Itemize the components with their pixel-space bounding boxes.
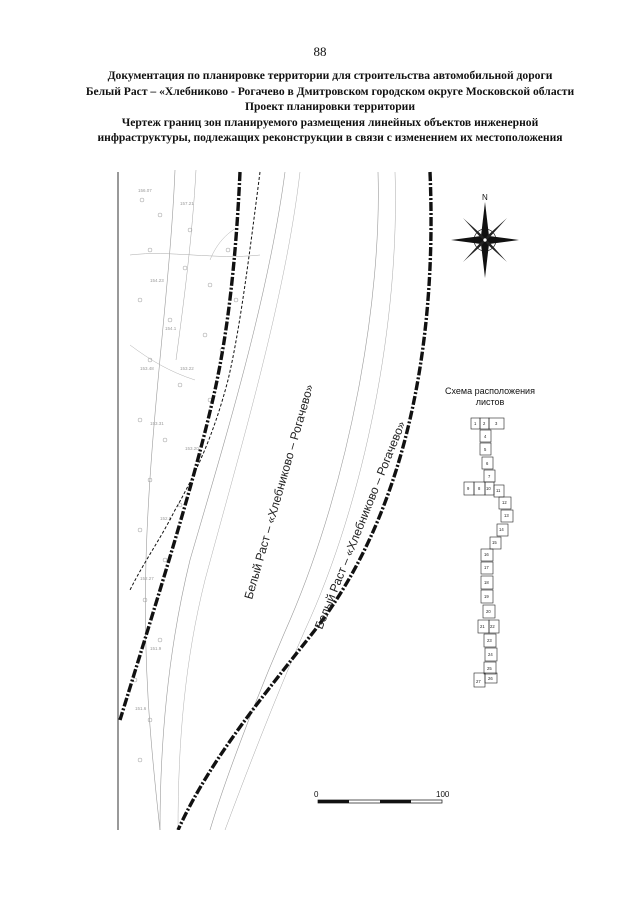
north-arrow-icon: N (451, 193, 519, 278)
sheet-number: 10 (486, 486, 491, 491)
sheet-number: 23 (487, 638, 492, 643)
svg-text:156.07: 156.07 (138, 188, 152, 193)
sheet-number: 14 (499, 527, 504, 532)
topo-line (159, 171, 286, 830)
sheet-15 (489, 536, 502, 550)
scale-start: 0 (314, 790, 319, 799)
title-line-1: Документация по планировке территории дл… (107, 69, 553, 82)
sheet-number: 11 (496, 488, 501, 493)
topo-line (175, 170, 197, 361)
sheet-number: 24 (488, 652, 493, 657)
spot-heights: 156.07 157.21 154.23 154.1 153.48 153.22 15… (135, 188, 199, 711)
svg-text:151.6: 151.6 (135, 706, 147, 711)
sheet-16 (480, 548, 494, 562)
sheet-number: 16 (484, 552, 489, 557)
sheet-number: 12 (502, 500, 507, 505)
sheet-12 (498, 496, 512, 510)
sheet-number: 7 (488, 474, 491, 479)
sheet-number: 18 (484, 580, 489, 585)
sheet-17 (480, 561, 494, 575)
document-title: Документация по планировке территории дл… (40, 68, 620, 146)
svg-text:151.9: 151.9 (150, 646, 162, 651)
sheet-number: 17 (484, 565, 489, 570)
scale-bar: 0 100 (314, 790, 450, 804)
terrain-markers (132, 197, 239, 763)
sheet-27 (473, 672, 486, 688)
sheet-25 (483, 661, 497, 675)
sheet-number: 13 (504, 513, 509, 518)
topo-line (145, 170, 176, 830)
road-label-right: Белый Раст – «Хлебниково – Рогачево» (312, 419, 409, 631)
svg-text:153.31: 153.31 (150, 421, 164, 426)
scale-end: 100 (436, 790, 450, 799)
sheet-number: 4 (484, 434, 487, 439)
sheet-number: 27 (476, 679, 481, 684)
sheet-number: 6 (486, 461, 489, 466)
sheet-3 (488, 417, 505, 430)
page-number: 88 (313, 44, 327, 59)
sheet-scheme-title-line-2: листов (475, 397, 505, 407)
sheet-18 (480, 575, 494, 590)
sheet-6 (481, 456, 494, 470)
sheet-20 (482, 604, 496, 619)
svg-text:154.1: 154.1 (165, 326, 177, 331)
sheet-13 (500, 509, 514, 523)
north-label: N (482, 193, 488, 202)
title-line-3: Проект планировки территории (244, 100, 416, 114)
svg-text:152.27: 152.27 (140, 576, 154, 581)
svg-text:153.20: 153.20 (185, 446, 199, 451)
sheet-23 (483, 633, 497, 648)
boundary-dashed-line (129, 171, 261, 591)
sheet-scheme-title: Схема расположения листов (428, 386, 552, 408)
sheet-19 (480, 589, 494, 604)
sheet-scheme (463, 417, 514, 688)
sheet-number: 15 (492, 540, 497, 545)
sheet-number: 2 (483, 421, 486, 426)
sheet-number: 8 (478, 486, 481, 491)
topo-line (209, 171, 379, 830)
sheet-9 (463, 481, 475, 496)
sheet-4 (479, 429, 492, 443)
sheet-number: 1 (474, 421, 477, 426)
topo-line (224, 171, 396, 830)
sheet-number: 25 (487, 666, 492, 671)
sheet-24 (484, 647, 498, 662)
sheet-number: 21 (480, 624, 485, 629)
road-label-left: Белый Раст – «Хлебниково – Рогачево» (241, 382, 316, 600)
svg-text:152.8: 152.8 (160, 516, 172, 521)
svg-text:153.48: 153.48 (140, 366, 154, 371)
title-line-5: инфраструктуры, подлежащих реконструкции… (97, 131, 563, 145)
sheet-number: 3 (495, 421, 498, 426)
sheet-number: 22 (490, 624, 495, 629)
sheet-14 (496, 523, 509, 537)
sheet-number: 26 (488, 676, 493, 681)
topo-line (129, 253, 261, 257)
topo-line (177, 171, 301, 830)
sheet-number: 20 (486, 609, 491, 614)
title-line-2: Белый Раст – «Хлебниково - Рогачево в Дм… (85, 84, 575, 98)
sheet-number: 19 (484, 594, 489, 599)
sheet-5 (479, 442, 492, 456)
svg-text:157.21: 157.21 (180, 201, 194, 206)
sheet-scheme-title-line-1: Схема расположения (445, 386, 535, 396)
sheet-numbers: 1 2 3 4 5 6 7 8 9 10 11 12 13 14 15 16 1… (467, 421, 509, 684)
topo-line (209, 227, 237, 261)
sheet-number: 9 (467, 486, 470, 491)
sheet-number: 5 (484, 447, 487, 452)
title-line-4: Чертеж границ зон планируемого размещени… (121, 115, 539, 129)
zone-boundary-left (118, 171, 242, 721)
zone-boundary-right (176, 171, 433, 830)
svg-text:154.23: 154.23 (150, 278, 164, 283)
svg-text:153.22: 153.22 (180, 366, 194, 371)
topo-line (129, 344, 196, 381)
sheet-22 (488, 619, 500, 634)
